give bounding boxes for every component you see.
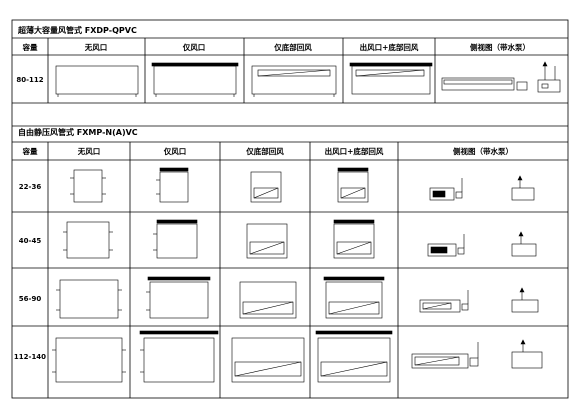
section2-header-outlet-only: 仅风口: [163, 146, 187, 156]
s2-r2-side-view-drawing: [427, 231, 537, 257]
section2-header-no-outlet: 无风口: [77, 147, 101, 156]
section2-headers: 容量 无风口 仅风口 仅底部回风 出风口+底部回风 侧视图（带水泵）: [22, 146, 514, 156]
section1-header-bottom-return: 仅底部回风: [273, 42, 312, 52]
section2-header-capacity: 容量: [22, 146, 38, 156]
section1-header-outlet-bottom-return: 出风口+底部回风: [360, 42, 419, 52]
s2-r4-bottom-return-drawing: [231, 337, 305, 383]
s2-r1-side-view-drawing: [429, 175, 535, 201]
section2-header-outlet-bottom-return: 出风口+底部回风: [325, 146, 384, 156]
s2-r4-no-outlet-drawing: [52, 337, 126, 383]
s2-r3-side-view-drawing: [419, 287, 539, 313]
s2-r4-side-view-drawing: [411, 339, 543, 369]
s2-r2-outlet-only-drawing: [153, 219, 198, 259]
s2-r3-no-outlet-drawing: [56, 279, 122, 319]
s2-r3-outlet-only-drawing: [146, 276, 211, 319]
section2-capacity-40-45: 40-45: [19, 237, 42, 245]
s2-r1-outlet-bottom-return-drawing: [337, 167, 369, 203]
section1-grid: [12, 37, 568, 104]
s2-r4-outlet-only-drawing: [139, 330, 219, 383]
section2-header-side-view: 侧视图（带水泵）: [453, 146, 513, 156]
s1-bottom-return-drawing: [251, 65, 337, 97]
section1-title: 超薄大容量风管式 FXDP-QPVC: [17, 25, 137, 35]
s2-r3-bottom-return-drawing: [239, 281, 297, 319]
s2-r2-bottom-return-drawing: [246, 223, 288, 259]
s2-r3-outlet-bottom-return-drawing: [323, 276, 385, 319]
section1-header-side-view: 侧视图（带水泵）: [470, 42, 530, 52]
section2-capacity-22-36: 22-36: [19, 183, 42, 191]
s2-r4-outlet-bottom-return-drawing: [315, 330, 393, 383]
section1-header-no-outlet: 无风口: [84, 43, 108, 52]
s1-no-outlet-drawing: [55, 65, 139, 97]
s2-r2-outlet-bottom-return-drawing: [333, 219, 375, 259]
section1-capacity-80-112: 80-112: [16, 76, 43, 84]
s1-side-view-drawing: [441, 61, 561, 93]
section1-header-capacity: 容量: [22, 42, 38, 52]
section2-title: 自由静压风管式 FXMP-N(A)VC: [18, 127, 138, 137]
section1-headers: 容量 无风口 仅风口 仅底部回风 出风口+底部回风 侧视图（带水泵）: [22, 42, 531, 52]
s2-r1-outlet-only-drawing: [156, 167, 189, 203]
s2-r1-bottom-return-drawing: [250, 171, 282, 203]
section2-capacity-56-90: 56-90: [19, 295, 42, 303]
s2-r2-no-outlet-drawing: [63, 221, 113, 259]
s2-r1-no-outlet-drawing: [70, 169, 106, 203]
section2-capacity-112-140: 112-140: [14, 353, 46, 361]
s1-outlet-bottom-return-drawing: [349, 62, 433, 95]
s1-outlet-only-drawing: [151, 62, 239, 97]
section2-header-bottom-return: 仅底部回风: [245, 146, 284, 156]
section2-grid: [12, 125, 568, 398]
frame: [11, 19, 569, 399]
section1-header-outlet-only: 仅风口: [182, 42, 206, 52]
